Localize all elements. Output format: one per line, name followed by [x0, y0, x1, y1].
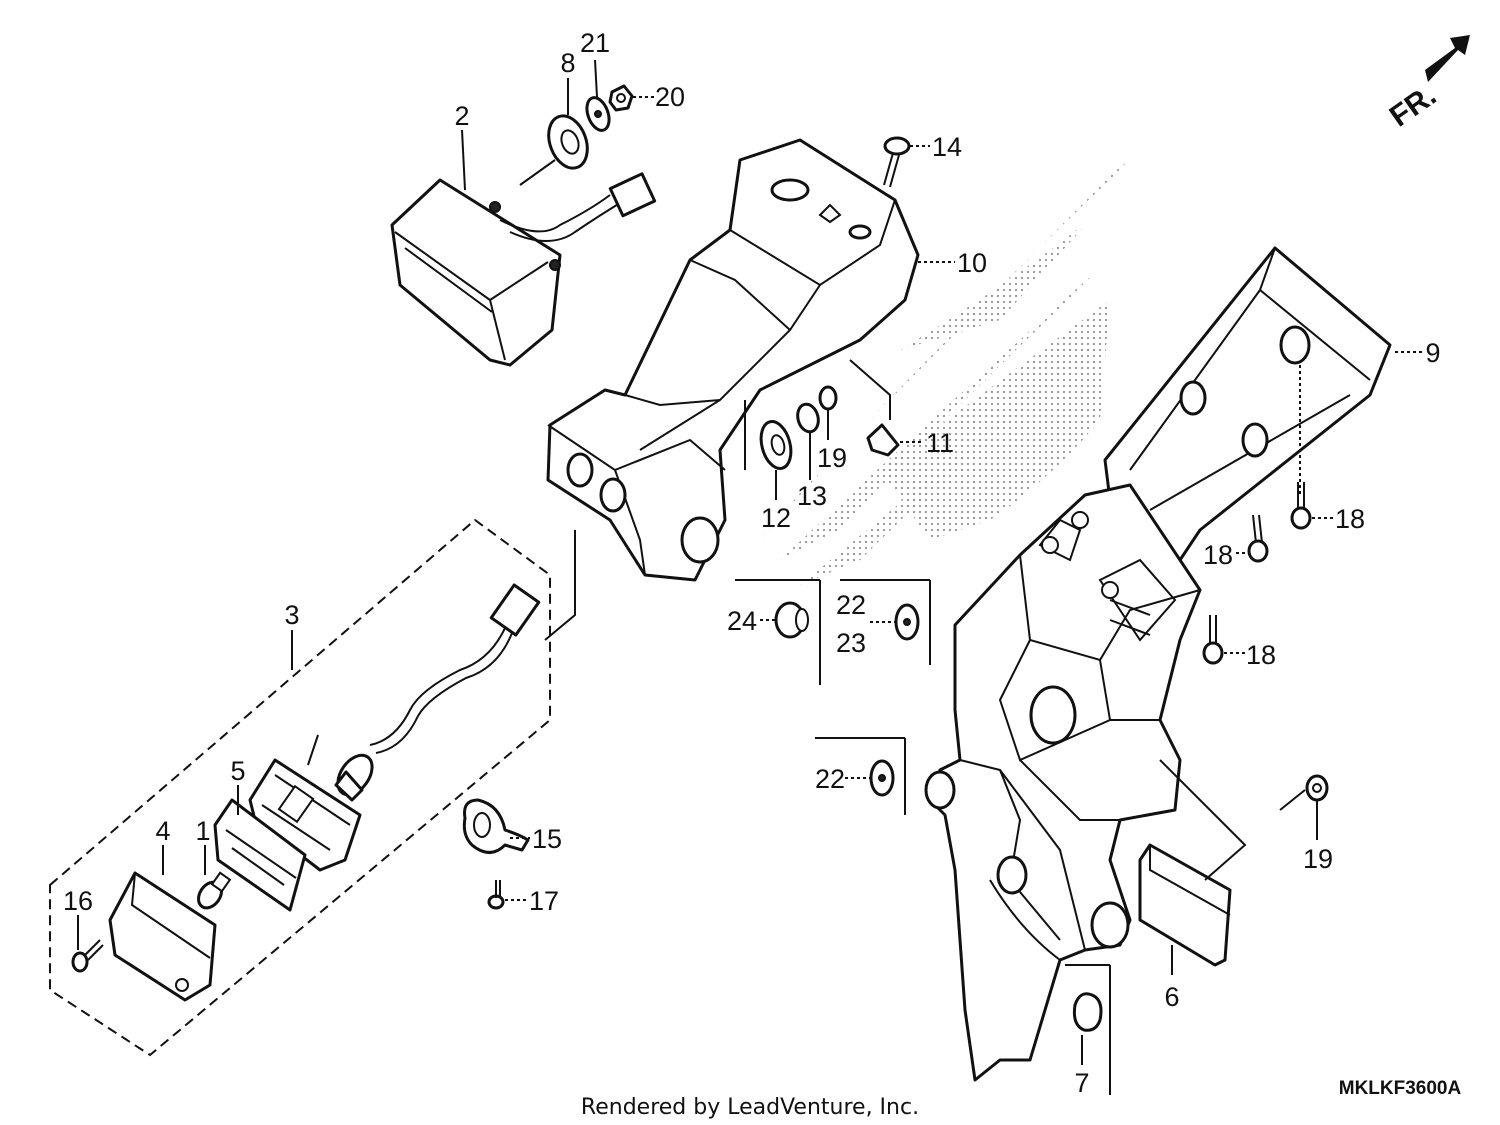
callout-11[interactable]: 11: [926, 428, 954, 458]
wing-logo-watermark: [760, 160, 1130, 585]
leader-3b: [544, 530, 576, 641]
screw-17[interactable]: [487, 880, 505, 910]
screw-18-b[interactable]: [1247, 514, 1269, 563]
callout-16[interactable]: 16: [63, 886, 93, 916]
screw-18-a[interactable]: [1290, 482, 1312, 530]
grommet-8[interactable]: [542, 110, 594, 173]
leader-8b: [519, 159, 556, 186]
callout-22-a[interactable]: 22: [836, 590, 866, 620]
callout-labels: 1 2 3 4 5 6 7 8 9 10 11 12 13 14 15 16 1…: [63, 28, 1441, 1098]
callout-18-c[interactable]: 18: [1246, 640, 1276, 670]
washer-22-23-detail[interactable]: [840, 579, 931, 665]
rear-fender-mount[interactable]: [546, 138, 920, 582]
nut-20[interactable]: [608, 84, 634, 112]
callout-17[interactable]: 17: [529, 886, 559, 916]
callout-15[interactable]: 15: [532, 824, 562, 854]
screw-18-c[interactable]: [1202, 615, 1224, 665]
callout-5[interactable]: 5: [230, 756, 245, 786]
callout-18-a[interactable]: 18: [1335, 504, 1365, 534]
leader-21: [594, 59, 598, 98]
grommet-12[interactable]: [756, 418, 795, 472]
tail-light-assembly[interactable]: [390, 172, 657, 367]
callout-18-b[interactable]: 18: [1203, 540, 1233, 570]
callout-9[interactable]: 9: [1425, 338, 1440, 368]
collar-13[interactable]: [795, 402, 822, 434]
lens-gasket-5[interactable]: [213, 798, 307, 912]
callout-4[interactable]: 4: [155, 816, 170, 846]
callout-8[interactable]: 8: [560, 48, 575, 78]
leader-19c: [1279, 789, 1306, 811]
leader-2: [461, 129, 466, 191]
clip-11[interactable]: [866, 423, 900, 457]
direction-label: FR.: [1384, 79, 1443, 134]
callout-19-b[interactable]: 19: [1303, 844, 1333, 874]
callout-6[interactable]: 6: [1164, 982, 1179, 1012]
washer-21[interactable]: [583, 95, 613, 134]
lens-4[interactable]: [108, 871, 217, 1002]
diagram-code: MKLKF3600A: [1339, 1078, 1462, 1099]
footer-credit: Rendered by LeadVenture, Inc.: [581, 1095, 919, 1120]
reflector-6[interactable]: [1138, 843, 1232, 967]
callout-10[interactable]: 10: [957, 248, 987, 278]
callout-22-b[interactable]: 22: [815, 764, 845, 794]
callout-21[interactable]: 21: [580, 28, 610, 58]
leader-11b: [849, 359, 891, 420]
callout-24[interactable]: 24: [727, 606, 757, 636]
callout-2[interactable]: 2: [454, 101, 469, 131]
washer-24-detail[interactable]: [735, 579, 821, 685]
callout-1[interactable]: 1: [195, 816, 210, 846]
collar-7[interactable]: [1065, 964, 1111, 1095]
nut-19-lower[interactable]: [1305, 774, 1329, 802]
callout-13[interactable]: 13: [797, 481, 827, 511]
leader-6a: [1159, 759, 1247, 881]
nut-19-upper[interactable]: [818, 385, 838, 411]
rear-fender-main[interactable]: [924, 483, 1202, 1082]
callout-19-a[interactable]: 19: [817, 443, 847, 473]
clamp-15[interactable]: [462, 798, 530, 854]
license-light-group-frame: [49, 518, 551, 1057]
callout-3[interactable]: 3: [284, 600, 299, 630]
screw-16[interactable]: [71, 939, 104, 973]
callout-7[interactable]: 7: [1074, 1068, 1089, 1098]
bulb-1[interactable]: [194, 871, 232, 912]
callout-12[interactable]: 12: [761, 503, 791, 533]
front-direction-arrow-icon: FR.: [1384, 35, 1470, 134]
screw-14[interactable]: [883, 136, 911, 188]
license-light-harness[interactable]: [331, 583, 541, 802]
washer-22-detail[interactable]: [815, 737, 906, 815]
callout-20[interactable]: 20: [655, 82, 685, 112]
callout-23[interactable]: 23: [836, 628, 866, 658]
callout-14[interactable]: 14: [932, 132, 962, 162]
